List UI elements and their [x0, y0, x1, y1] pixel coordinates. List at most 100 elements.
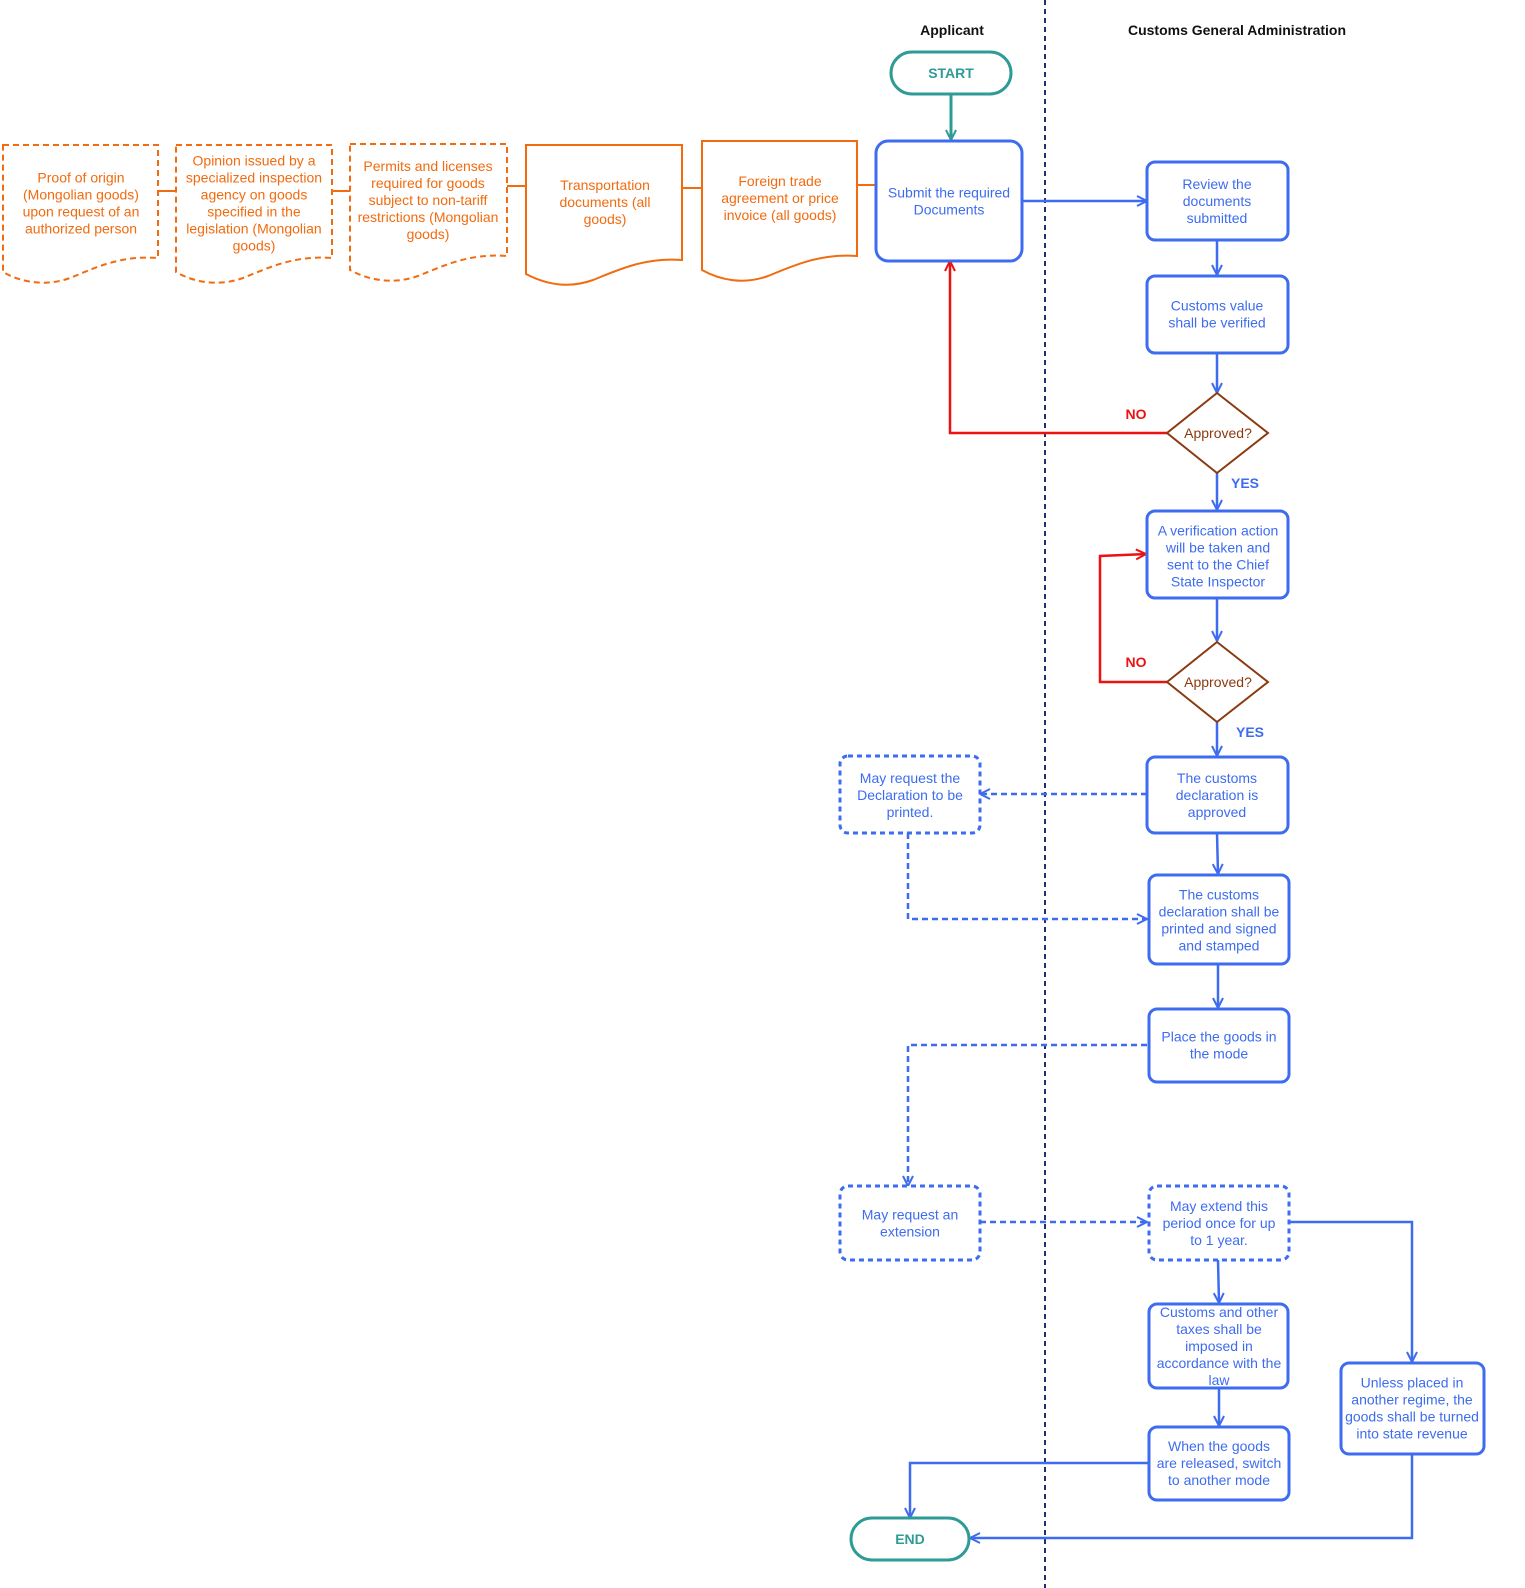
- text-line: Permits and licenses: [363, 158, 492, 174]
- text-line: law: [1208, 1372, 1230, 1388]
- text-line: Customs and other: [1160, 1304, 1279, 1320]
- text-line: Documents: [914, 202, 985, 218]
- text-line: are released, switch: [1157, 1455, 1282, 1471]
- text-line: to 1 year.: [1190, 1232, 1248, 1248]
- edge-label-yes-1: YES: [1231, 475, 1259, 491]
- start-label: START: [928, 65, 974, 81]
- document-proof-of-origin[interactable]: Proof of origin(Mongolian goods)upon req…: [2, 144, 159, 284]
- edge-label-yes-2: YES: [1236, 724, 1264, 740]
- document-proof-of-origin-text: Proof of origin(Mongolian goods)upon req…: [23, 170, 140, 237]
- text-line: goods): [407, 226, 450, 242]
- text-line: Unless placed in: [1361, 1375, 1464, 1391]
- connector-staterevenue-end: [970, 1453, 1414, 1538]
- text-line: submitted: [1187, 210, 1248, 226]
- text-line: A verification action: [1158, 523, 1279, 539]
- text-line: into state revenue: [1356, 1426, 1468, 1442]
- text-line: Transportation: [560, 177, 650, 193]
- start-terminal[interactable]: START: [889, 50, 1013, 96]
- text-line: approved: [1188, 804, 1246, 820]
- text-line: to another mode: [1168, 1472, 1270, 1488]
- lane-title-applicant: Applicant: [920, 22, 984, 38]
- text-line: State Inspector: [1171, 574, 1266, 590]
- text-line: Foreign trade: [738, 173, 821, 189]
- text-line: goods): [233, 238, 276, 254]
- text-line: legislation (Mongolian: [186, 221, 321, 237]
- text-line: restrictions (Mongolian: [358, 209, 499, 225]
- text-line: sent to the Chief: [1167, 557, 1269, 573]
- lane-title-customs: Customs General Administration: [1128, 22, 1346, 38]
- decision-approved-2[interactable]: Approved?: [1165, 640, 1270, 724]
- text-line: required for goods: [371, 175, 485, 191]
- text-line: (Mongolian goods): [23, 187, 139, 203]
- connector-declapproved-declprinted: [1217, 832, 1218, 874]
- decision-approved-2-text: Approved?: [1184, 674, 1252, 690]
- edge-label-no-2: NO: [1126, 654, 1147, 670]
- text-line: goods): [584, 211, 627, 227]
- end-terminal[interactable]: END: [849, 1516, 971, 1562]
- connector-approved2-no: [1098, 554, 1167, 684]
- text-line: agreement or price: [721, 190, 839, 206]
- text-line: imposed in: [1185, 1338, 1253, 1354]
- text-line: and stamped: [1179, 938, 1260, 954]
- text-line: subject to non-tariff: [369, 192, 488, 208]
- edge-label-no-1: NO: [1126, 406, 1147, 422]
- text-line: May request the: [860, 770, 961, 786]
- text-line: Declaration to be: [857, 787, 963, 803]
- decision-approved-1[interactable]: Approved?: [1165, 391, 1270, 475]
- connector-extend-staterevenue: [1288, 1220, 1412, 1362]
- text-line: Submit the required: [888, 185, 1010, 201]
- text-line: invoice (all goods): [724, 207, 837, 223]
- text-line: declaration is: [1176, 787, 1259, 803]
- text-line: documents (all: [559, 194, 650, 210]
- text-line: The customs: [1177, 770, 1257, 786]
- text-line: extension: [880, 1224, 940, 1240]
- connector-approved1-no: [950, 261, 1167, 435]
- connector-requestprint-declprinted: [906, 833, 1147, 919]
- text-line: printed and signed: [1161, 921, 1276, 937]
- end-label: END: [895, 1531, 925, 1547]
- connector-released-end: [910, 1461, 1149, 1518]
- text-line: Place the goods in: [1161, 1029, 1276, 1045]
- text-line: the mode: [1190, 1046, 1249, 1062]
- text-line: printed.: [887, 804, 934, 820]
- decision-approved-1-text: Approved?: [1184, 425, 1252, 441]
- text-line: May request an: [862, 1207, 959, 1223]
- text-line: upon request of an: [23, 204, 140, 220]
- connector-placegoods-requestext: [908, 1043, 1147, 1186]
- text-line: Review the: [1182, 176, 1251, 192]
- text-line: authorized person: [25, 221, 137, 237]
- text-line: agency on goods: [201, 187, 308, 203]
- text-line: The customs: [1179, 887, 1259, 903]
- connector-extend-taxes: [1218, 1259, 1219, 1303]
